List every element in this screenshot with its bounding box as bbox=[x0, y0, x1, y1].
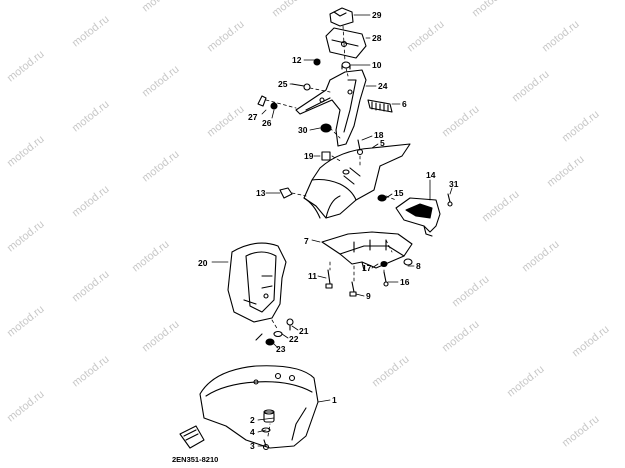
callout-1: 1 bbox=[332, 395, 337, 405]
callout-28: 28 bbox=[372, 33, 382, 43]
part-15-grommet bbox=[377, 194, 387, 202]
callout-labels: 29 28 10 12 25 24 6 27 26 30 18 19 5 13 … bbox=[172, 10, 459, 464]
callout-3: 3 bbox=[250, 441, 255, 451]
part-9-bolt bbox=[349, 281, 357, 297]
part-7-inner-fender bbox=[321, 231, 413, 271]
callout-15: 15 bbox=[394, 188, 404, 198]
callout-17: 17 bbox=[362, 263, 372, 273]
part-6-strip bbox=[367, 99, 393, 113]
part-31-screw bbox=[447, 193, 453, 207]
callout-13: 13 bbox=[256, 188, 266, 198]
part-21-bolt bbox=[286, 318, 294, 331]
callout-22: 22 bbox=[289, 334, 299, 344]
part-12-bolt bbox=[313, 58, 321, 66]
callout-30: 30 bbox=[298, 125, 308, 135]
part-17-nut bbox=[380, 260, 388, 268]
callout-16: 16 bbox=[400, 277, 410, 287]
callout-26: 26 bbox=[262, 118, 272, 128]
part-5-rear-fender bbox=[303, 143, 411, 219]
part-30-nut bbox=[320, 123, 332, 133]
callout-10: 10 bbox=[372, 60, 382, 70]
part-29-clip bbox=[329, 7, 354, 27]
callout-21: 21 bbox=[299, 326, 309, 336]
assembly-guide-lines bbox=[265, 25, 397, 437]
callout-8: 8 bbox=[416, 261, 421, 271]
part-26-bolt bbox=[270, 102, 278, 110]
callout-5: 5 bbox=[380, 138, 385, 148]
callout-11: 11 bbox=[308, 271, 317, 281]
part-2-collar bbox=[263, 409, 275, 423]
callout-20: 20 bbox=[198, 258, 208, 268]
part-3-screw bbox=[262, 439, 270, 451]
callout-7: 7 bbox=[304, 236, 309, 246]
callout-6: 6 bbox=[402, 99, 407, 109]
callout-27: 27 bbox=[248, 112, 258, 122]
leader-line bbox=[255, 333, 263, 341]
part-20-mud-flap bbox=[227, 242, 287, 323]
part-14-bracket bbox=[395, 197, 441, 237]
callout-23: 23 bbox=[276, 344, 286, 354]
part-24-bracket bbox=[295, 69, 367, 147]
callout-19: 19 bbox=[304, 151, 314, 161]
part-27-bolt bbox=[257, 95, 267, 107]
callout-25: 25 bbox=[278, 79, 288, 89]
part-18-bolt bbox=[356, 139, 364, 156]
callout-2: 2 bbox=[250, 415, 255, 425]
callout-31: 31 bbox=[449, 179, 459, 189]
callout-4: 4 bbox=[250, 427, 255, 437]
part-25-bolt bbox=[291, 83, 311, 91]
callout-29: 29 bbox=[372, 10, 382, 20]
part-19-clip bbox=[321, 151, 331, 161]
part-1-front-fender bbox=[199, 365, 319, 449]
callout-9: 9 bbox=[366, 291, 371, 301]
callout-18: 18 bbox=[374, 130, 384, 140]
part-13-clip bbox=[279, 187, 293, 199]
callout-12: 12 bbox=[292, 55, 302, 65]
part-16-bolt bbox=[383, 271, 389, 287]
part-28-plate bbox=[325, 27, 367, 59]
callout-leader-lines bbox=[211, 14, 453, 447]
diagram-code: 2EN351-8210 bbox=[172, 455, 218, 464]
reference-book-icon bbox=[179, 425, 205, 449]
part-22-washer bbox=[273, 330, 283, 338]
part-8-nut bbox=[403, 258, 413, 266]
callout-14: 14 bbox=[426, 170, 436, 180]
callout-24: 24 bbox=[378, 81, 388, 91]
part-4-washer bbox=[261, 427, 271, 433]
part-23-nut bbox=[265, 338, 275, 346]
part-11-bolt bbox=[325, 269, 333, 289]
